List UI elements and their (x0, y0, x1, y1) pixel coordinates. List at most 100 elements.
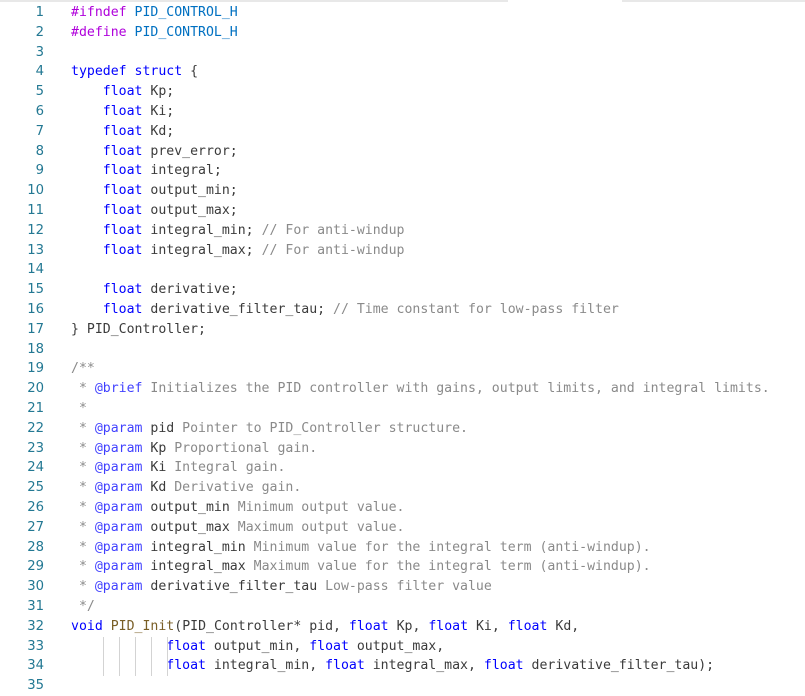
code-line[interactable]: 23 * @param Kp Proportional gain. (0, 439, 805, 459)
code-line[interactable]: 20 * @brief Initializes the PID controll… (0, 379, 805, 399)
code-text[interactable]: * @param derivative_filter_tau Low-pass … (71, 577, 492, 597)
code-line[interactable]: 13 float integral_max; // For anti-windu… (0, 241, 805, 261)
code-token: integral_max (142, 559, 246, 575)
code-token: float (102, 84, 151, 100)
code-text[interactable]: float integral; (71, 161, 222, 181)
code-line[interactable]: 24 * @param Ki Integral gain. (0, 458, 805, 478)
code-token: integral_min; (150, 222, 262, 238)
code-text[interactable]: /** (71, 359, 95, 379)
code-line[interactable]: 2#define PID_CONTROL_H (0, 23, 805, 43)
code-token: integral_min (142, 539, 246, 555)
code-token: @param (94, 539, 143, 555)
code-text[interactable]: */ (71, 597, 95, 617)
code-text[interactable]: * @brief Initializes the PID controller … (71, 379, 770, 399)
code-text[interactable]: } PID_Controller; (71, 320, 206, 340)
code-token: /** (71, 361, 95, 377)
code-text[interactable]: * @param integral_min Minimum value for … (71, 538, 651, 558)
code-line[interactable]: 6 float Ki; (0, 102, 805, 122)
code-line[interactable]: 11 float output_max; (0, 201, 805, 221)
code-line[interactable]: 18 (0, 340, 805, 360)
line-number: 18 (27, 341, 44, 357)
code-token: float (309, 638, 357, 654)
code-text[interactable]: * @param Ki Integral gain. (71, 458, 285, 478)
code-line[interactable]: 26 * @param output_min Minimum output va… (0, 498, 805, 518)
code-token: integral_max, (372, 658, 484, 674)
code-line[interactable]: 5 float Kp; (0, 82, 805, 102)
editor-top-border (0, 0, 805, 2)
code-line[interactable]: 34 float integral_min, float integral_ma… (0, 656, 805, 676)
code-token: float (102, 183, 151, 199)
indent-guide (119, 656, 120, 677)
code-token: void (71, 618, 111, 634)
code-token (71, 282, 103, 297)
code-line[interactable]: 30 * @param derivative_filter_tau Low-pa… (0, 577, 805, 597)
code-text[interactable]: float output_min, float output_max, (71, 637, 444, 657)
code-text[interactable]: * @param integral_max Maximum value for … (71, 557, 651, 577)
code-text[interactable]: #define PID_CONTROL_H (71, 23, 238, 43)
code-text[interactable]: float integral_min; // For anti-windup (71, 221, 405, 241)
code-token: PID_Init (110, 618, 175, 634)
code-line[interactable]: 1#ifndef PID_CONTROL_H (0, 3, 805, 23)
code-line[interactable]: 21 * (0, 399, 805, 419)
code-token: * (71, 381, 95, 397)
code-token: float (428, 618, 476, 634)
code-text[interactable]: float Kd; (71, 122, 174, 142)
code-token: #ifndef (71, 5, 135, 20)
code-line[interactable]: 22 * @param pid Pointer to PID_Controlle… (0, 419, 805, 439)
code-text[interactable]: float prev_error; (71, 142, 238, 162)
code-text[interactable]: * (71, 399, 87, 419)
code-token (71, 243, 103, 258)
code-token: output_max; (150, 203, 238, 218)
line-number: 34 (27, 658, 44, 674)
code-token: float (102, 222, 151, 238)
code-text[interactable]: float Kp; (71, 82, 174, 102)
code-text[interactable]: float integral_min, float integral_max, … (71, 656, 714, 676)
code-line[interactable]: 15 float derivative; (0, 280, 805, 300)
code-token: output_min (142, 500, 230, 515)
code-token: // For anti-windup (261, 242, 405, 258)
code-line[interactable]: 14 (0, 260, 805, 280)
code-text[interactable]: float derivative; (71, 280, 238, 300)
code-line[interactable]: 25 * @param Kd Derivative gain. (0, 478, 805, 498)
code-line[interactable]: 19/** (0, 359, 805, 379)
code-token: * (71, 539, 95, 555)
code-text[interactable]: float integral_max; // For anti-windup (71, 241, 405, 261)
code-line[interactable]: 16 float derivative_filter_tau; // Time … (0, 300, 805, 320)
code-line[interactable]: 10 float output_min; (0, 181, 805, 201)
code-token: float (348, 618, 397, 634)
indent-guide (151, 656, 152, 677)
indent-guide (167, 656, 168, 677)
line-number: 30 (27, 579, 44, 595)
code-text[interactable]: * @param output_min Minimum output value… (71, 498, 405, 518)
code-text[interactable]: float output_max; (71, 201, 238, 221)
code-text[interactable]: float derivative_filter_tau; // Time con… (71, 300, 619, 320)
code-line[interactable]: 3 (0, 43, 805, 63)
code-token: float (102, 104, 151, 119)
code-text[interactable]: void PID_Init(PID_Controller* pid, float… (71, 617, 579, 637)
line-number: 23 (27, 440, 44, 456)
code-text[interactable]: * @param pid Pointer to PID_Controller s… (71, 419, 468, 439)
code-line[interactable]: 28 * @param integral_min Minimum value f… (0, 538, 805, 558)
code-line[interactable]: 9 float integral; (0, 161, 805, 181)
code-line[interactable]: 35 (0, 676, 805, 696)
code-text[interactable]: * @param output_max Maximum output value… (71, 518, 405, 538)
code-line[interactable]: 8 float prev_error; (0, 142, 805, 162)
code-text[interactable]: * @param Kd Derivative gain. (71, 478, 301, 498)
code-line[interactable]: 29 * @param integral_max Maximum value f… (0, 557, 805, 577)
code-token (71, 203, 103, 218)
code-text[interactable]: float output_min; (71, 181, 238, 201)
code-line[interactable]: 7 float Kd; (0, 122, 805, 142)
code-text[interactable]: float Ki; (71, 102, 174, 122)
code-text[interactable]: * @param Kp Proportional gain. (71, 439, 317, 459)
code-text[interactable]: #ifndef PID_CONTROL_H (71, 3, 238, 23)
code-line[interactable]: 33 float output_min, float output_max, (0, 637, 805, 657)
code-line[interactable]: 27 * @param output_max Maximum output va… (0, 518, 805, 538)
code-text[interactable]: typedef struct { (71, 62, 198, 82)
code-line[interactable]: 31 */ (0, 597, 805, 617)
code-line[interactable]: 12 float integral_min; // For anti-windu… (0, 221, 805, 241)
code-line[interactable]: 17} PID_Controller; (0, 320, 805, 340)
code-token: struct (134, 64, 191, 80)
